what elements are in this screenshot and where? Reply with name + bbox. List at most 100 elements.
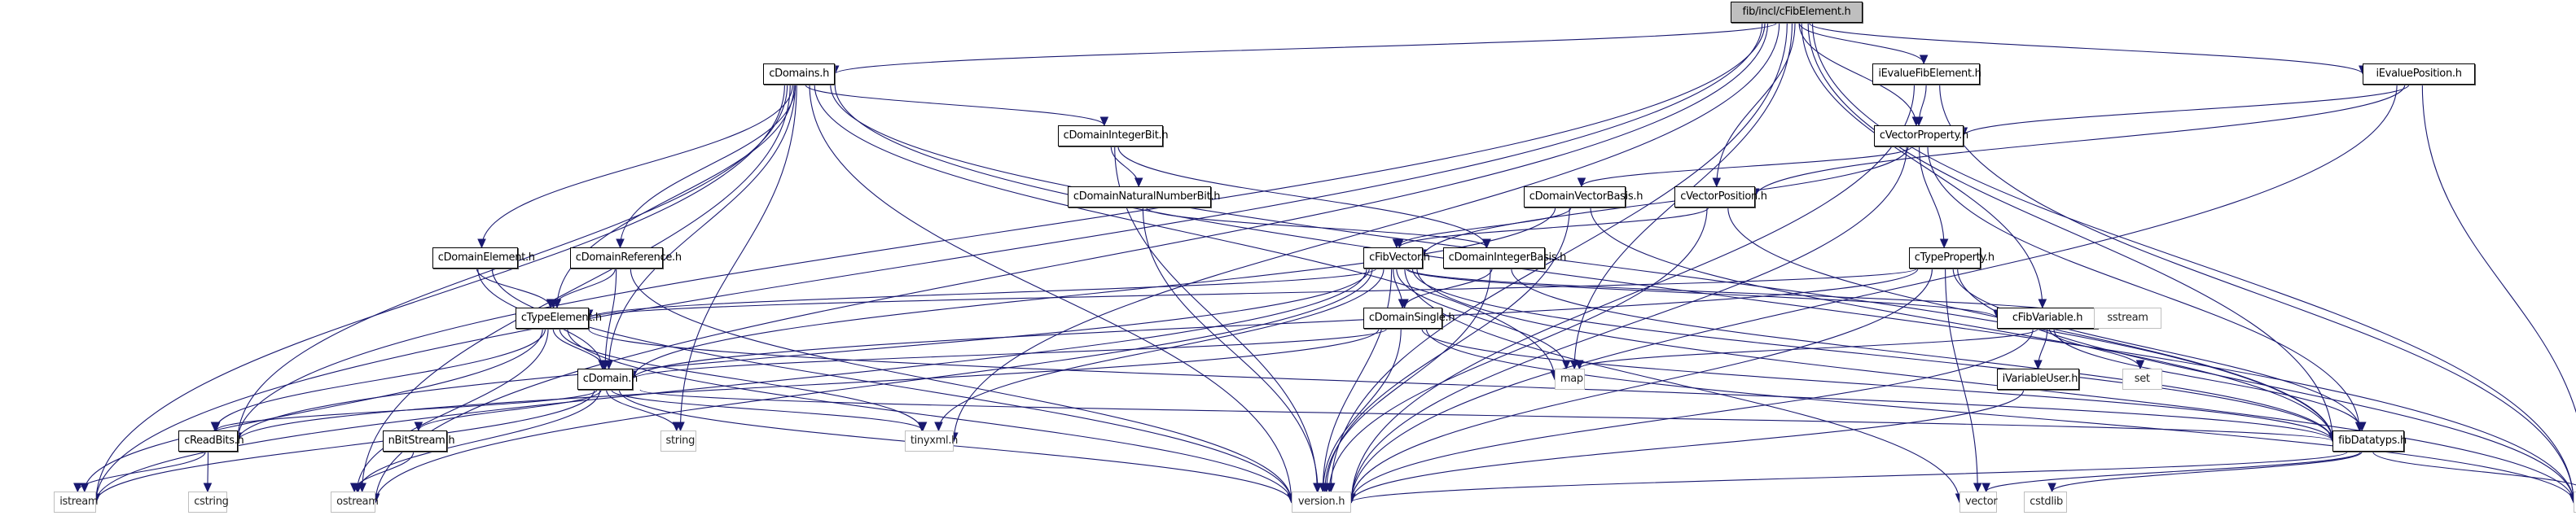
edge-root-to-cDomains — [834, 22, 1778, 75]
edge-cDomain-to-fibDatatyps — [639, 389, 2333, 442]
edge-root-to-cFibVariable — [1801, 22, 2043, 308]
edge-cFibVector-to-cReadBits — [237, 268, 1370, 442]
node-iEvaluePosition[interactable]: iEvaluePosition.h — [2363, 63, 2475, 85]
node-cstring: cstring — [188, 492, 229, 513]
node-cVectorProperty[interactable]: cVectorProperty.h — [1873, 125, 1968, 146]
edge-cFibVector-to-cTypeElement — [588, 268, 1377, 319]
node-cDomainNaturalNumberBit[interactable]: cDomainNaturalNumberBit.h — [1067, 186, 1220, 208]
node-cTypeElement[interactable]: cTypeElement.h — [515, 308, 602, 329]
edge-cDomainSingle-to-cReadBits — [237, 328, 1380, 442]
arrowhead-root-to-cVectorPosition — [1712, 177, 1722, 188]
node-cTypeProperty[interactable]: cTypeProperty.h — [1908, 247, 1995, 269]
node-cFibVector[interactable]: cFibVector.h — [1363, 247, 1430, 269]
arrowhead-cDomain-to-string — [672, 422, 681, 432]
edge-cDomains-to-map — [814, 84, 1556, 380]
node-cDomainIntegerBit[interactable]: cDomainIntegerBit.h — [1057, 125, 1169, 146]
edge-iEvaluePosition-to-cVectorPosition — [1754, 84, 2406, 198]
arrowhead-cTypeElement-to-cDomain — [599, 360, 608, 370]
node-iVariableUser[interactable]: iVariableUser.h — [1996, 369, 2079, 390]
edge-root-to-istream — [95, 22, 1763, 503]
arrowhead-root-to-cFibVariable — [2038, 299, 2047, 309]
node-cReadBits[interactable]: cReadBits.h — [178, 430, 244, 452]
edge-cDomainSingle-to-fibDatatyps — [1421, 328, 2333, 442]
edge-cTypeElement-to-tinyxml — [559, 328, 923, 431]
edge-iVariableUser-to-version — [1350, 389, 2025, 503]
node-cDomainElement[interactable]: cDomainElement.h — [432, 247, 535, 269]
node-cDomains[interactable]: cDomains.h — [763, 63, 836, 85]
node-version: version.h — [1291, 492, 1352, 513]
arrowhead-cDomains-to-cDomainElement — [477, 238, 486, 249]
node-string: string — [660, 430, 696, 452]
edge-cDomain-to-nBitStream — [418, 389, 602, 431]
arrowhead-cDomainReference-to-cTypeElement — [549, 299, 558, 309]
arrowhead-cFibVariable-to-fibDatatyps — [2357, 422, 2367, 432]
arrowhead-cDomainNaturalNumberBit-to-version — [1313, 483, 1323, 493]
node-ostream: ostream — [331, 492, 379, 513]
arrowhead-cDomain-to-tinyxml — [918, 422, 928, 432]
edge-cDomains-to-cDomainIntegerBit — [805, 84, 1105, 126]
edge-cDomains-to-string — [679, 84, 797, 431]
edge-cDomain-to-istream — [95, 389, 595, 503]
edge-fibDatatyps-to-list — [2372, 451, 2576, 486]
edge-cVectorPosition-to-version — [1328, 207, 1708, 492]
node-cstdlib: cstdlib — [2024, 492, 2068, 513]
edge-cFibVariable-to-fibDatatyps — [2053, 328, 2363, 431]
edge-cDomainVectorBasis-to-fibDatatyps — [1590, 207, 2333, 442]
edge-cFibVector-to-istream — [95, 268, 1367, 503]
edge-cFibVector-to-fibDatatyps — [1411, 268, 2333, 442]
node-cVectorPosition[interactable]: cVectorPosition.h — [1674, 186, 1767, 208]
edge-iEvaluePosition-to-cVectorProperty — [1963, 84, 2410, 137]
edge-cDomains-to-istream — [95, 84, 785, 503]
arrowhead-cDomainSingle-to-version — [1319, 483, 1327, 493]
arrowhead-root-to-iEvalueFibElement — [1919, 55, 1929, 65]
edge-cVectorProperty-to-cFibVector — [1422, 146, 1909, 259]
node-tinyxml: tinyxml.h — [904, 430, 958, 452]
node-nBitStream[interactable]: nBitStream.h — [382, 430, 455, 452]
edge-cDomains-to-cDomainReference — [619, 84, 796, 248]
edge-cFibVector-to-ostream — [375, 268, 1373, 503]
edge-cDomainIntegerBasis-to-cDomainSingle — [1403, 268, 1493, 308]
edge-iEvaluePosition-to-version — [1350, 84, 2398, 503]
edge-cVectorProperty-to-cDomainVectorBasis — [1581, 146, 1912, 187]
edge-cVectorProperty-to-fibDatatyps — [1927, 146, 2360, 431]
edge-cFibVector-to-cFibVariable — [1405, 268, 1998, 319]
edge-root-to-tinyxml — [953, 22, 1780, 442]
node-cDomain[interactable]: cDomain.h — [577, 369, 638, 390]
edge-cDomainSingle-to-version — [1322, 328, 1402, 492]
arrowhead-cFibVariable-to-set — [2135, 360, 2145, 370]
edge-root-to-list — [1812, 22, 2574, 503]
edge-cDomainVectorBasis-to-cFibVector — [1396, 207, 1572, 248]
node-iEvalueFibElement[interactable]: iEvalueFibElement.h — [1872, 63, 1981, 85]
edge-cDomain-to-tinyxml — [611, 389, 924, 431]
node-vector: vector — [1959, 492, 1998, 513]
edge-fibDatatyps-to-cstdlib — [2052, 451, 2363, 492]
edge-cTypeElement-to-ostream — [357, 328, 549, 492]
edge-cFibVector-to-vector — [1404, 268, 1960, 503]
node-cDomainReference[interactable]: cDomainReference.h — [569, 247, 682, 269]
node-cDomainSingle[interactable]: cDomainSingle.h — [1363, 308, 1455, 329]
edge-cTypeElement-to-istream — [84, 328, 543, 492]
node-cDomainIntegerBasis[interactable]: cDomainIntegerBasis.h — [1442, 247, 1566, 269]
edge-root-to-fibDatatyps — [1807, 22, 2333, 442]
node-fibDatatyps[interactable]: fibDatatyps.h — [2332, 430, 2407, 452]
edge-cTypeProperty-to-vector — [1945, 268, 1978, 492]
edge-cVectorProperty-to-version — [1350, 146, 1907, 503]
node-cDomainVectorBasis[interactable]: cDomainVectorBasis.h — [1523, 186, 1643, 208]
arrowhead-cTypeProperty-to-vector — [1973, 483, 1982, 493]
arrowhead-cReadBits-to-cstring — [203, 483, 213, 493]
edge-cDomainReference-to-cDomain — [604, 268, 617, 369]
arrowhead-fibDatatyps-to-cstdlib — [2047, 483, 2056, 493]
edge-cFibVariable-to-map — [1578, 328, 2038, 369]
arrowhead-iEvalueFibElement-to-cVectorProperty — [1914, 116, 1924, 127]
node-cFibVariable[interactable]: cFibVariable.h — [1997, 308, 2098, 329]
edge-cDomainIntegerBasis-to-version — [1324, 268, 1491, 492]
arrowhead-cDomain-to-nBitStream — [414, 422, 423, 432]
edge-cDomains-to-fibDatatyps — [830, 84, 2333, 442]
arrowhead-nBitStream-to-ostream — [349, 483, 359, 493]
arrowhead-cDomainIntegerBit-to-cDomainNaturalNumberBit — [1134, 177, 1143, 188]
arrowhead-cReadBits-to-istream — [73, 483, 82, 493]
edge-cTypeElement-to-fibDatatyps — [587, 328, 2333, 442]
edge-cDomainNaturalNumberBit-to-version — [1142, 207, 1319, 492]
edge-cDomain-to-cReadBits — [215, 389, 598, 431]
